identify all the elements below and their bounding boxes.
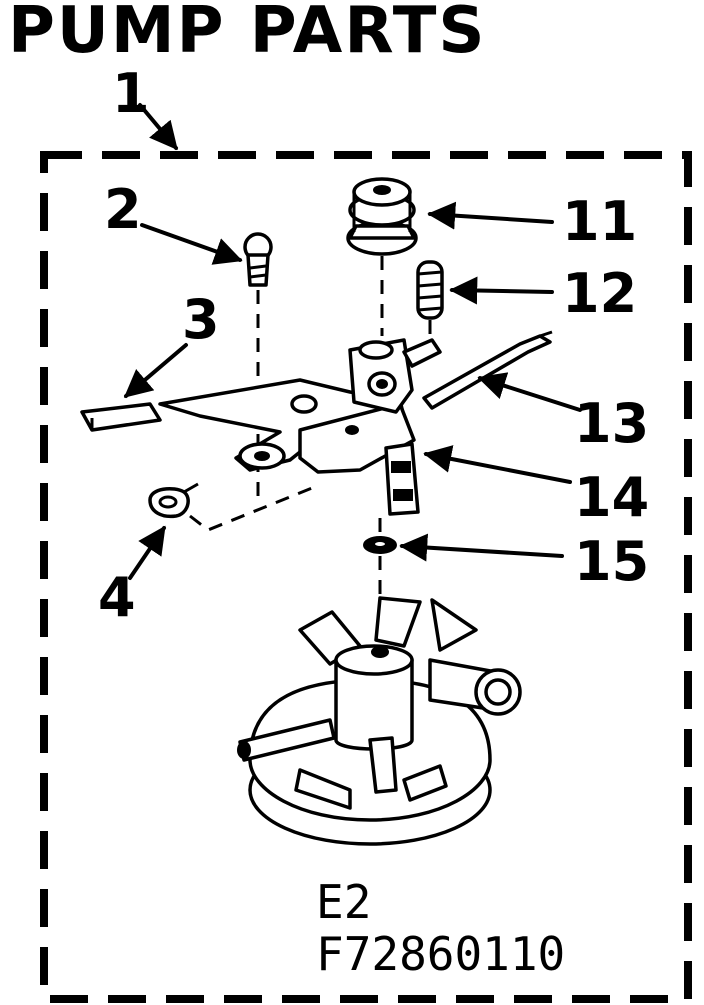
assembly-frame (40, 151, 692, 1003)
clip-leader-dash (189, 486, 313, 532)
callout-1-label: 1 (112, 62, 150, 125)
callout-15-arrow (399, 533, 564, 562)
callout-4-arrow (128, 525, 166, 580)
clip-part-4 (148, 482, 199, 519)
callout-1-arrow (138, 103, 178, 151)
section-code: E2 (316, 875, 371, 929)
pad-part-3 (80, 402, 162, 432)
callout-14-arrow (423, 445, 572, 484)
callout-2-label: 2 (104, 178, 142, 241)
diagram-title: PUMP PARTS (8, 0, 486, 68)
bracket-part-14 (158, 338, 442, 516)
rod-part-13 (422, 330, 553, 410)
callout-12-arrow (449, 276, 554, 305)
callout-13-label: 13 (574, 392, 649, 455)
spring-part-12 (416, 260, 444, 350)
callout-15-label: 15 (574, 530, 649, 593)
callout-11-arrow (427, 201, 554, 230)
callout-13-arrow (477, 372, 582, 412)
pulley-part-11 (346, 177, 418, 336)
callout-3-arrow (123, 343, 188, 398)
callout-14-label: 14 (574, 466, 649, 529)
part-number-code: F72860110 (316, 927, 565, 981)
callout-3-label: 3 (182, 288, 220, 351)
callout-11-label: 11 (562, 190, 637, 253)
callout-12-label: 12 (562, 262, 637, 325)
pump-housing (237, 596, 522, 846)
callout-2-arrow (140, 223, 243, 265)
